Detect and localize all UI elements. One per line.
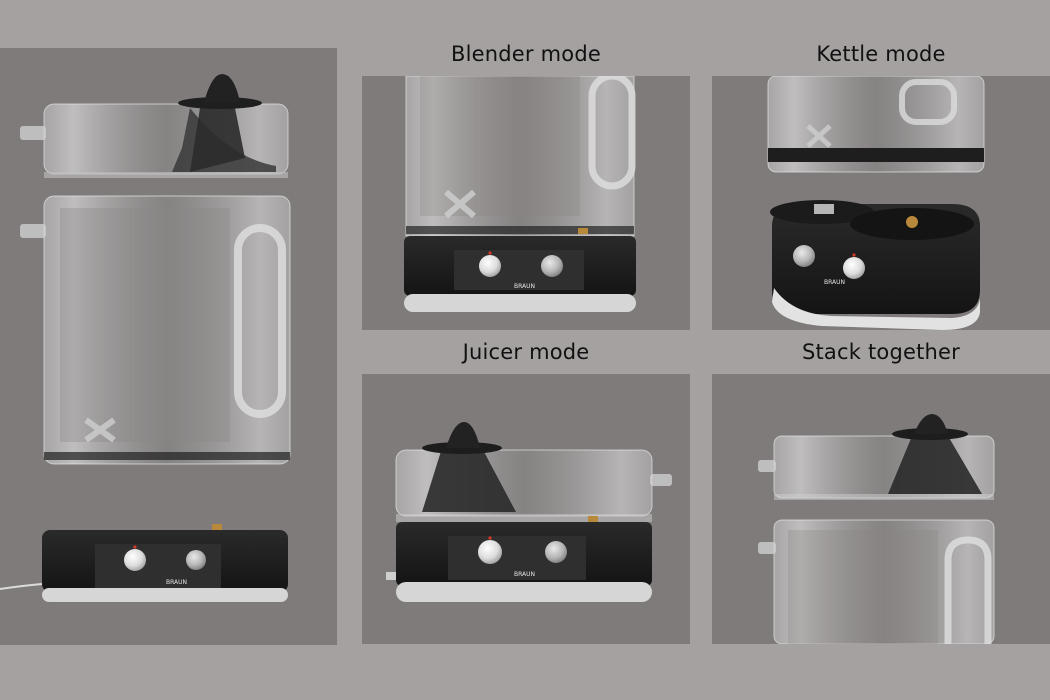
juicer-attachment — [20, 74, 289, 178]
kettle-mode-illustration: BRAUN — [767, 76, 985, 330]
brand-logo: BRAUN — [824, 279, 845, 286]
brand-logo: BRAUN — [514, 283, 535, 290]
stack-together-panel — [712, 374, 1050, 644]
brand-logo: BRAUN — [514, 571, 535, 578]
exploded-view-panel: BRAUN — [0, 48, 337, 645]
stack-together-illustration — [758, 414, 995, 644]
blender-mode-panel: BRAUN — [362, 76, 690, 330]
blender-mode-illustration: BRAUN — [404, 76, 636, 312]
caption-juicer-mode: Juicer mode — [462, 340, 590, 364]
caption-stack-together: Stack together — [801, 340, 961, 364]
exploded-view-illustration: BRAUN — [0, 74, 291, 602]
brand-logo: BRAUN — [166, 579, 187, 586]
juicer-mode-panel: BRAUN — [362, 374, 690, 644]
power-base: BRAUN — [0, 524, 288, 602]
blender-jar — [20, 195, 291, 465]
caption-blender-mode: Blender mode — [451, 42, 601, 66]
kettle-mode-panel: BRAUN — [712, 76, 1050, 330]
caption-kettle-mode: Kettle mode — [816, 42, 946, 66]
juicer-mode-illustration: BRAUN — [386, 422, 672, 602]
